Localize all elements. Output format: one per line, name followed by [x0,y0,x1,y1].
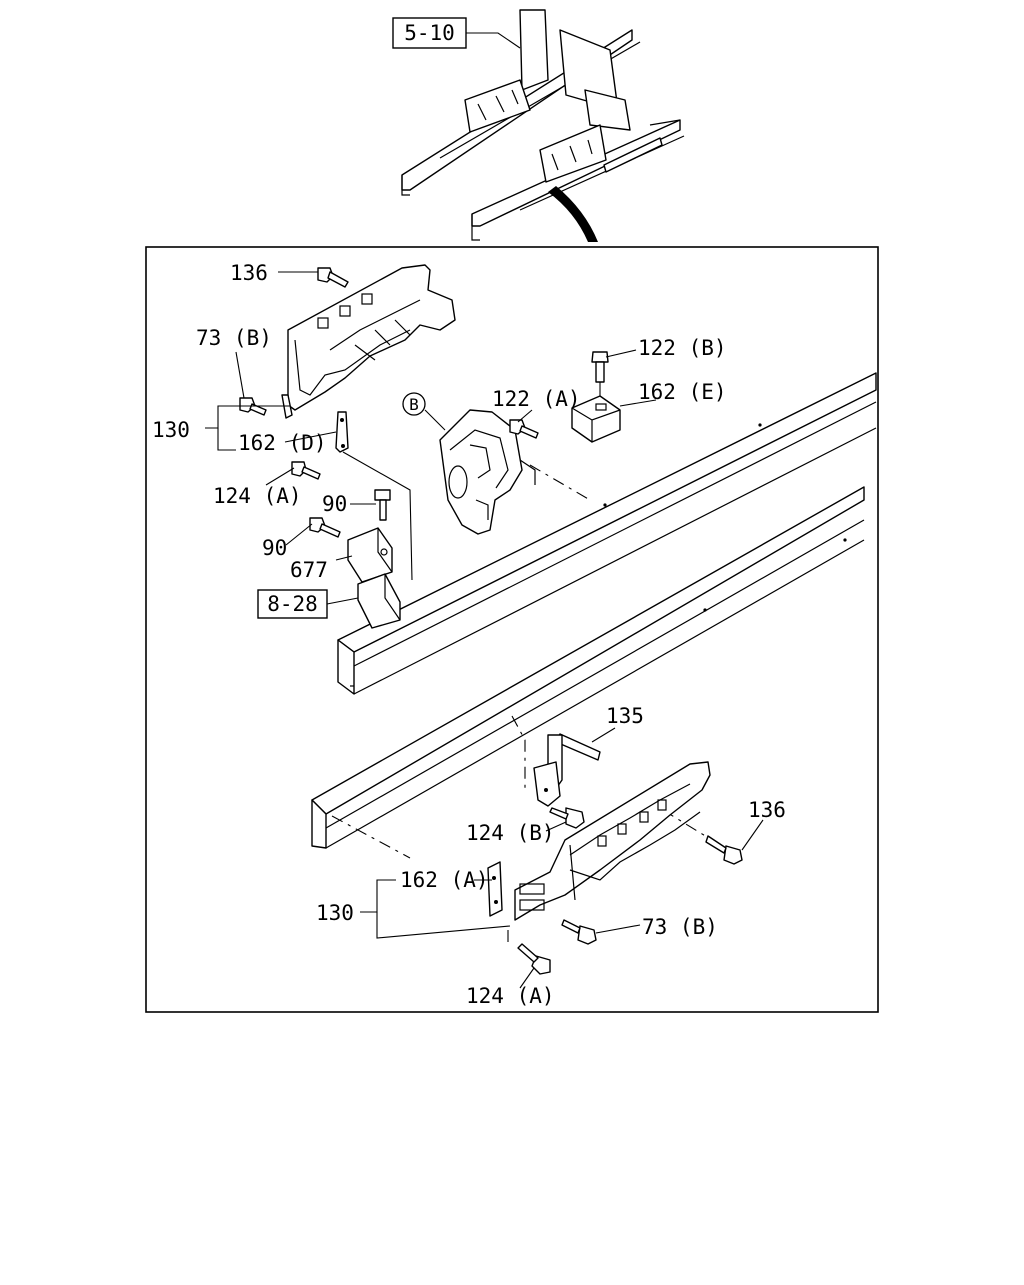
part-8-28 [326,573,401,629]
bolt-124a-mid [291,461,321,480]
label-124b: 124 (B) [466,821,555,845]
label-162e: 162 (E) [638,380,727,404]
bolts-90 [309,489,391,538]
alignment-lines [331,464,713,859]
label-130-bottom: 130 [316,901,354,925]
label-90-a: 90 [322,492,347,516]
stay-162d [335,411,413,581]
bolt-124b [549,807,585,829]
label-73b-bottom: 73 (B) [642,915,718,939]
reference-label-8-28: 8-28 [267,592,318,616]
circle-marker-b: B [402,392,446,431]
label-122b: 122 (B) [638,336,727,360]
reference-box-5-10[interactable]: 5-10 [392,17,467,49]
part-labels: 136 73 (B) 130 162 (D) 124 (A) 90 90 677… [152,261,786,1008]
label-136-bottom: 136 [748,798,786,822]
reference-label-5-10: 5-10 [404,21,455,45]
bracket-677 [347,527,393,583]
label-73b-top: 73 (B) [196,326,272,350]
frame-rails [311,372,877,849]
label-135: 135 [606,704,644,728]
upper-bracket-130 [239,264,456,419]
reference-box-8-28[interactable]: 8-28 [257,589,328,619]
label-124a-mid: 124 (A) [213,484,302,508]
label-162a: 162 (A) [400,868,489,892]
center-bracket-b [439,409,536,535]
circle-marker-b-label: B [409,395,419,414]
label-122a: 122 (A) [492,387,581,411]
label-130-top: 130 [152,418,190,442]
label-162d: 162 (D) [238,431,327,455]
bracket-135 [533,733,601,807]
label-90-b: 90 [262,536,287,560]
label-124a-bottom: 124 (A) [466,984,555,1008]
label-136-top: 136 [230,261,268,285]
overview-chassis-drawing [401,9,685,242]
bolt-122b-block-162e [571,351,621,443]
label-677: 677 [290,558,328,582]
lower-bracket-130 [487,761,743,975]
detail-frame [145,246,879,1013]
leader-lines [205,271,764,989]
